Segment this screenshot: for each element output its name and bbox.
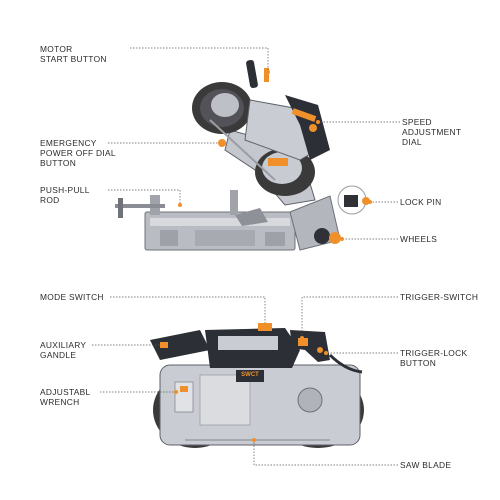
leader-saw-blade bbox=[253, 440, 398, 466]
brand-badge-text: SWCT bbox=[241, 372, 259, 378]
adjustable-wrench bbox=[174, 381, 194, 413]
wheel-right bbox=[329, 232, 341, 244]
leader-motor-start bbox=[130, 47, 269, 72]
lock-pin-detail bbox=[337, 185, 370, 215]
wheel-left bbox=[314, 228, 330, 244]
label-emergency-power-off: EMERGENCY POWER OFF DIAL BUTTON bbox=[40, 138, 116, 168]
label-trigger-switch: TRIGGER-SWITCH bbox=[400, 292, 479, 302]
label-adjustabl-wrench: ADJUSTABL WRENCH bbox=[40, 387, 91, 407]
leader-push-pull bbox=[108, 189, 181, 205]
label-speed-adjustment-dial: SPEED ADJUSTMENT DIAL bbox=[402, 117, 462, 147]
leader-mode-switch bbox=[110, 296, 266, 325]
label-mode-switch: MODE SWITCH bbox=[40, 292, 104, 302]
label-trigger-lock-button: TRIGGER-LOCK BUTTON bbox=[400, 348, 468, 368]
top-handle bbox=[246, 59, 269, 89]
label-push-pull-rod: PUSH-PULL ROD bbox=[40, 185, 90, 205]
top-bandsaw-on-stand bbox=[115, 59, 370, 251]
brand-badge bbox=[236, 370, 264, 382]
label-wheels: WHEELS bbox=[400, 234, 438, 244]
label-lock-pin: LOCK PIN bbox=[400, 197, 442, 207]
upper-wheel-housing bbox=[192, 82, 252, 134]
push-pull-rod bbox=[115, 198, 165, 218]
label-motor-start-button: MOTOR START BUTTON bbox=[40, 44, 107, 64]
top-saw-blade bbox=[209, 119, 276, 181]
power-cord bbox=[328, 353, 363, 374]
motor-body bbox=[244, 95, 330, 161]
label-auxiliary-gandle: AUXILIARY GANDLE bbox=[40, 340, 87, 360]
label-saw-blade: SAW BLADE bbox=[400, 460, 452, 470]
leader-trigger-switch bbox=[301, 296, 398, 338]
bottom-handheld-bandsaw bbox=[150, 323, 364, 448]
